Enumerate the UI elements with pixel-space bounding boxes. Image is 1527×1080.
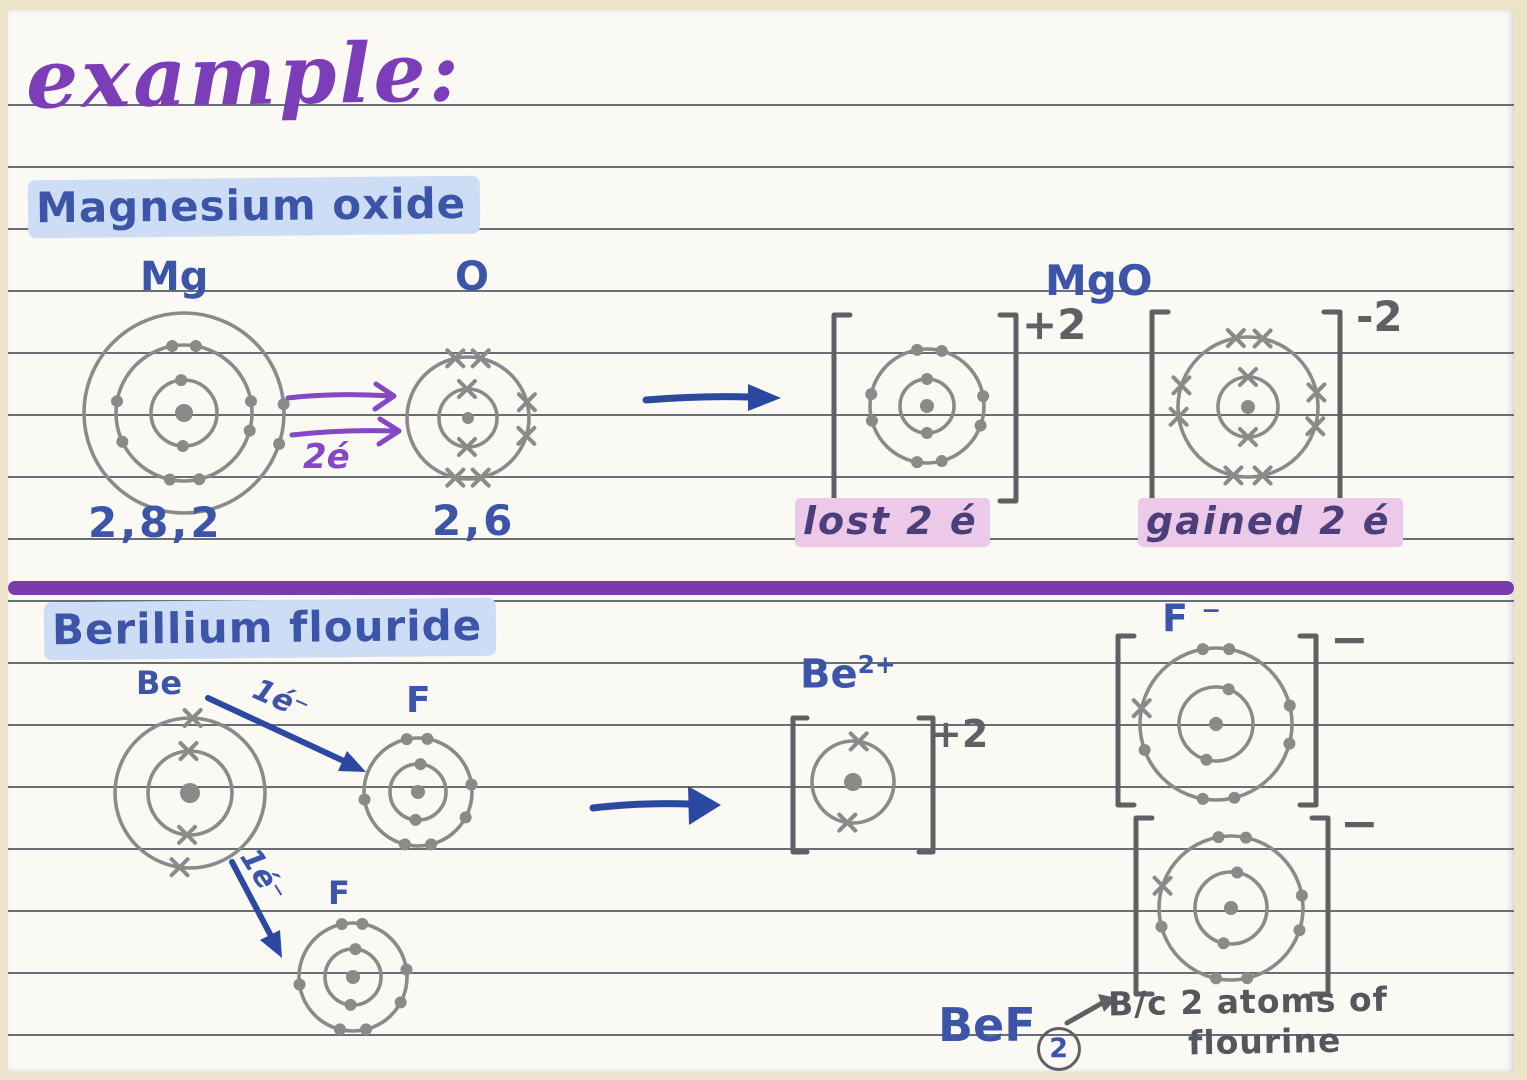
f1-atom-diagram bbox=[358, 732, 478, 851]
mg-label: Mg bbox=[140, 254, 209, 300]
o-atom-diagram bbox=[405, 348, 537, 488]
o-label: O bbox=[455, 254, 490, 300]
be-label: Be bbox=[136, 664, 183, 702]
anion-note: gained 2 é bbox=[1138, 498, 1403, 547]
mg-ion-diagram bbox=[831, 312, 1019, 504]
section-divider bbox=[8, 581, 1514, 595]
transfer1-arrow-icon bbox=[205, 695, 366, 772]
transfer2-arrow-icon bbox=[229, 859, 282, 958]
o-config: 2,6 bbox=[432, 496, 516, 545]
f2-atom-diagram bbox=[293, 917, 413, 1036]
mg-config: 2,8,2 bbox=[88, 498, 223, 547]
mg-atom-diagram bbox=[82, 311, 290, 515]
f-ion1-charge: − bbox=[1330, 612, 1369, 666]
product-heading: MgO bbox=[1045, 256, 1153, 305]
reaction-arrow-icon bbox=[642, 384, 781, 411]
f1-label: F bbox=[406, 680, 431, 721]
o-ion-diagram bbox=[1149, 309, 1343, 505]
f-ion2-diagram bbox=[1133, 815, 1331, 997]
f-ion2-charge: − bbox=[1340, 796, 1379, 850]
note-arrow-icon bbox=[1064, 994, 1117, 1026]
be-atom-diagram bbox=[113, 708, 267, 878]
o-ion-charge: -2 bbox=[1356, 292, 1403, 341]
be-ion-label: Be2+ bbox=[800, 650, 896, 698]
be-ion-charge: +2 bbox=[930, 712, 989, 756]
formula-note-line2: flourine bbox=[1187, 1020, 1342, 1063]
electron-transfer-arrows-icon bbox=[285, 381, 402, 447]
mg-ion-charge: +2 bbox=[1022, 300, 1087, 349]
reaction-arrow2-icon bbox=[589, 786, 721, 825]
cation-note: lost 2 é bbox=[795, 498, 990, 547]
be-ion-diagram bbox=[790, 715, 936, 855]
f-ion-label: F − bbox=[1162, 596, 1221, 641]
section2-heading: Berillium flouride bbox=[43, 597, 497, 661]
f-ion1-diagram bbox=[1115, 633, 1319, 808]
circled-subscript: 2 bbox=[1036, 1026, 1081, 1071]
transfer-count-label: 2é bbox=[303, 437, 350, 477]
f2-label: F bbox=[328, 874, 350, 912]
section1-heading: Magnesium oxide bbox=[27, 175, 481, 239]
page-title: example: bbox=[25, 24, 463, 128]
formula-note-line1: B/c 2 atoms of bbox=[1107, 979, 1389, 1024]
